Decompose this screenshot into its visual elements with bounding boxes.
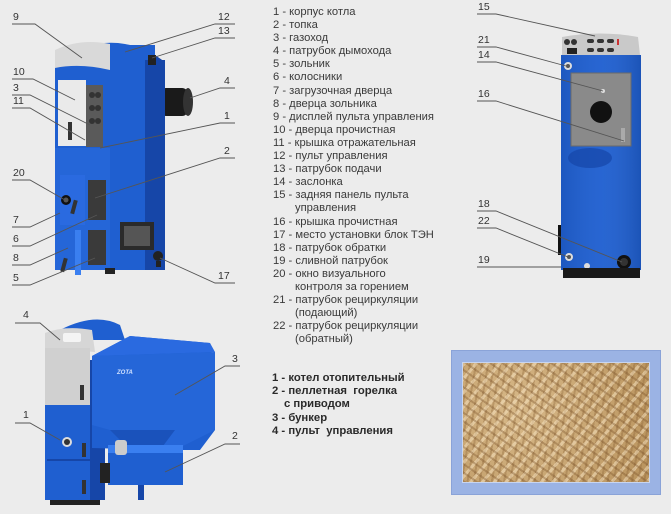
callout-3: 3 (13, 82, 19, 94)
legend-item-8: 8 - дверца зольника (273, 97, 377, 110)
pellet-photo-frame (451, 350, 661, 495)
legend-main: 1 - корпус котла 2 - топка 3 - газоход 4… (273, 6, 434, 346)
front-view-boiler: 9 10 3 11 12 13 4 1 2 20 7 6 8 5 17 (0, 0, 260, 300)
callout-11: 11 (13, 95, 24, 107)
pellet-legend-item-4: 4 - пульт управления (272, 424, 393, 437)
pellet-callout-3: 3 (232, 353, 238, 365)
callout-7: 7 (13, 214, 19, 226)
callout-21: 21 (478, 34, 490, 46)
callout-10: 10 (13, 66, 25, 78)
callout-19: 19 (478, 254, 490, 266)
legend-item-21-cont: (подающий) (295, 307, 358, 320)
callout-15: 15 (478, 1, 490, 13)
callout-4: 4 (224, 75, 230, 87)
legend-pellet: 1 - котел отопительный 2 - пеллетная гор… (272, 372, 405, 438)
legend-item-3: 3 - газоход (273, 32, 329, 45)
legend-item-16: 16 - крышка прочистная (273, 215, 398, 228)
legend-item-14: 14 - заслонка (273, 176, 343, 189)
callout-22: 22 (478, 215, 490, 227)
callout-20: 20 (13, 167, 25, 179)
rear-boiler-drawing (477, 13, 641, 278)
legend-item-21: 21 - патрубок рециркуляции (273, 294, 419, 307)
pellet-legend-item-3: 3 - бункер (272, 411, 328, 424)
legend-item-18: 18 - патрубок обратки (273, 241, 387, 254)
callout-16: 16 (478, 88, 490, 100)
callout-12: 12 (218, 11, 230, 23)
legend-item-6: 6 - колосники (273, 71, 343, 84)
callout-8: 8 (13, 252, 19, 264)
callout-17: 17 (218, 270, 230, 282)
legend-item-13: 13 - патрубок подачи (273, 163, 382, 176)
pellet-boiler: ZOTA 4 1 3 2 (0, 300, 260, 514)
legend-item-22: 22 - патрубок рециркуляции (273, 320, 419, 333)
legend-item-7: 7 - загрузочная дверца (273, 84, 393, 97)
pellet-legend-item-2: 2 - пеллетная горелка (272, 385, 398, 398)
callout-9: 9 (13, 11, 19, 23)
callout-14: 14 (478, 49, 490, 61)
callout-5: 5 (13, 272, 19, 284)
pellet-legend-item-2-cont: с приводом (284, 398, 350, 411)
legend-item-19: 19 - сливной патрубок (273, 254, 388, 267)
legend-item-4: 4 - патрубок дымохода (273, 45, 392, 58)
legend-item-20-cont: контроля за горением (295, 280, 409, 293)
pellet-callout-2: 2 (232, 430, 238, 442)
legend-item-5: 5 - зольник (273, 58, 330, 71)
legend-item-10: 10 - дверца прочистная (273, 123, 396, 136)
rear-view-boiler: 15 21 14 16 18 22 19 (470, 0, 671, 290)
pellet-callout-1: 1 (23, 409, 29, 421)
pellet-callout-4: 4 (23, 309, 29, 321)
callout-18: 18 (478, 198, 490, 210)
legend-item-20: 20 - окно визуального (273, 267, 386, 280)
callout-2: 2 (224, 145, 230, 157)
legend-item-1: 1 - корпус котла (273, 6, 356, 18)
pellet-boiler-drawing (15, 319, 240, 505)
legend-item-22-cont: (обратный) (295, 333, 353, 346)
legend-item-2: 2 - топка (273, 19, 318, 32)
legend-item-15-cont: управления (295, 202, 357, 215)
wood-pellets-image (462, 362, 650, 483)
legend-item-11: 11 - крышка отражательная (273, 136, 416, 149)
pellet-legend-item-1: 1 - котел отопительный (272, 372, 405, 384)
legend-item-17: 17 - место установки блок ТЭН (273, 228, 434, 241)
front-boiler-drawing (12, 23, 235, 286)
callout-1: 1 (224, 110, 230, 122)
pellet-brand: ZOTA (117, 370, 133, 376)
callout-13: 13 (218, 25, 230, 37)
callout-6: 6 (13, 233, 19, 245)
legend-item-9: 9 - дисплей пульта управления (273, 110, 434, 123)
legend-item-12: 12 - пульт управления (273, 150, 388, 163)
legend-item-15: 15 - задняя панель пульта (273, 189, 409, 202)
